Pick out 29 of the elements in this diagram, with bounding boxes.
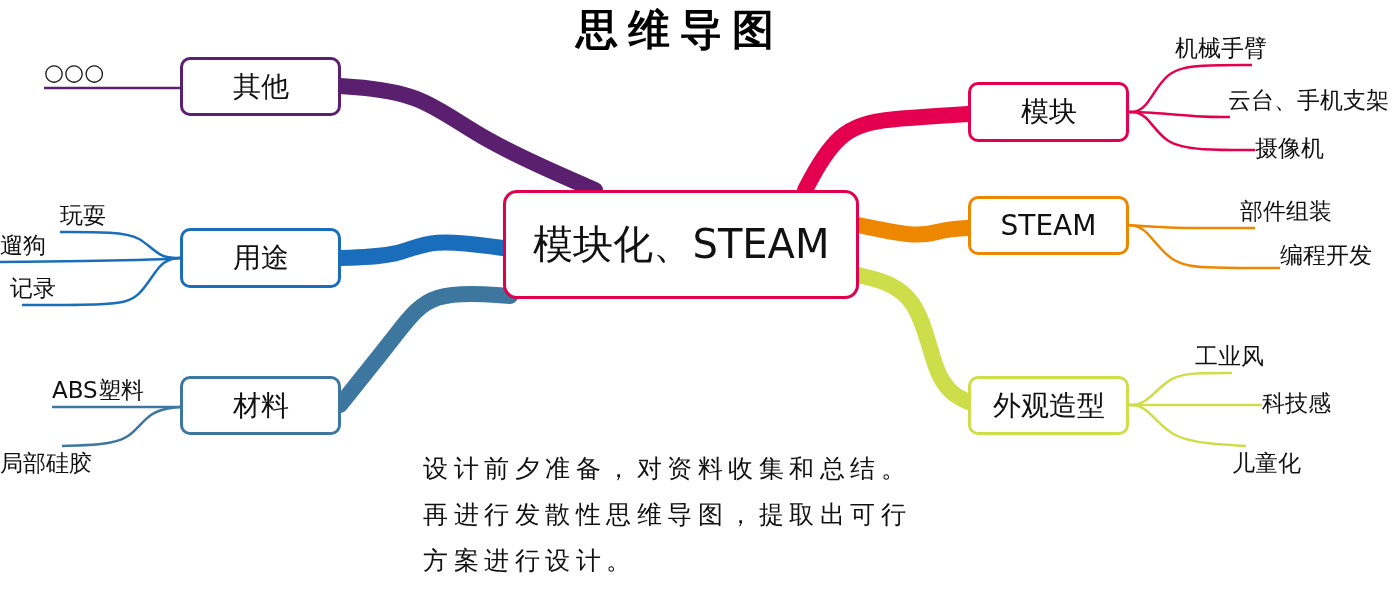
branch-line <box>1128 403 1247 448</box>
subtopic-label: 摄像机 <box>1255 131 1337 165</box>
subtopic-label: 局部硅胶 <box>0 446 108 480</box>
topic-box: 材料 <box>180 376 341 435</box>
subtopic-label: 云台、手机支架 <box>1228 83 1400 117</box>
topic-box: STEAM <box>968 196 1129 255</box>
central-topic-box: 模块化、STEAM <box>503 190 859 299</box>
subtopic-label: 遛狗 <box>0 229 54 262</box>
title: 思维导图 <box>574 4 785 56</box>
subtopic-label: ABS塑料 <box>52 373 158 407</box>
subtopic-label: ○○○ <box>44 55 116 88</box>
subtopic-label: 工业风 <box>1195 339 1277 373</box>
branch-line <box>1128 110 1255 152</box>
topic-box: 其他 <box>180 57 341 116</box>
subtopic-label: 部件组装 <box>1240 194 1348 228</box>
subtopic-label: 机械手臂 <box>1175 31 1283 65</box>
note-paragraph: 设计前夕准备，对资料收集和总结。再进行发散性思维导图，提取出可行方案进行设计。 <box>423 453 912 577</box>
branch-line <box>61 405 181 448</box>
subtopic-label: 编程开发 <box>1280 238 1388 272</box>
topic-box: 外观造型 <box>968 376 1129 435</box>
subtopic-label: 科技感 <box>1262 386 1344 420</box>
branch-line <box>44 86 180 90</box>
topic-box: 模块 <box>968 82 1129 142</box>
branch-line <box>1127 223 1280 270</box>
subtopic-label: 记录 <box>10 272 64 305</box>
subtopic-label: 玩耍 <box>60 198 114 232</box>
branch-line <box>22 256 181 307</box>
topic-box: 用途 <box>180 228 341 288</box>
subtopic-label: 儿童化 <box>1232 446 1314 480</box>
